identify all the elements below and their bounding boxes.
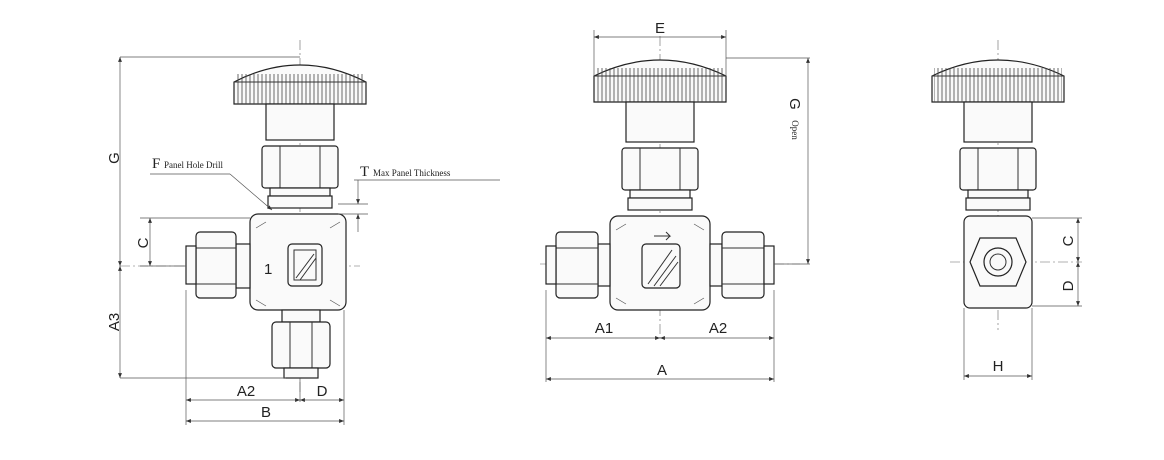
left-label-F: F [152, 156, 160, 172]
right-handle-knob [931, 59, 1065, 103]
middle-label-A1: A1 [595, 320, 613, 337]
right-bonnet-nut [959, 147, 1037, 211]
left-label-A2: A2 [237, 383, 255, 400]
middle-label-G-note: Open [790, 120, 800, 140]
right-stem [963, 101, 1033, 143]
middle-label-A2: A2 [709, 320, 727, 337]
left-view: 1 [106, 40, 500, 425]
left-label-T-note: Max Panel Thickness [373, 168, 451, 178]
right-label-D: D [1060, 280, 1077, 291]
middle-stem [625, 101, 695, 143]
middle-view: E G Open A1 A2 A [540, 20, 810, 382]
left-bonnet-nut [261, 145, 339, 209]
left-label-A3: A3 [106, 313, 123, 331]
left-valve-body: 1 [249, 213, 347, 311]
middle-inlet-fitting [545, 231, 611, 299]
right-valve-body [963, 215, 1033, 309]
left-stem [265, 103, 335, 141]
svg-text:1: 1 [264, 261, 272, 278]
middle-label-E: E [655, 20, 665, 37]
middle-bonnet-nut [621, 147, 699, 211]
left-side-fitting [185, 231, 251, 299]
middle-label-G: G [786, 98, 803, 110]
left-handle-knob [233, 64, 367, 105]
middle-handle-knob [593, 59, 727, 103]
left-label-F-note: Panel Hole Drill [164, 160, 223, 170]
left-label-T: T [360, 164, 369, 180]
left-label-C: C [135, 237, 152, 248]
right-label-C: C [1060, 235, 1077, 246]
left-label-D: D [317, 383, 328, 400]
left-label-B: B [261, 404, 271, 421]
right-label-H: H [993, 358, 1004, 375]
middle-outlet-fitting [709, 231, 775, 299]
middle-valve-body [609, 215, 711, 311]
right-view: C D H [931, 40, 1082, 380]
left-bottom-fitting [271, 309, 331, 379]
middle-label-A: A [657, 362, 667, 379]
left-label-G: G [106, 152, 123, 164]
